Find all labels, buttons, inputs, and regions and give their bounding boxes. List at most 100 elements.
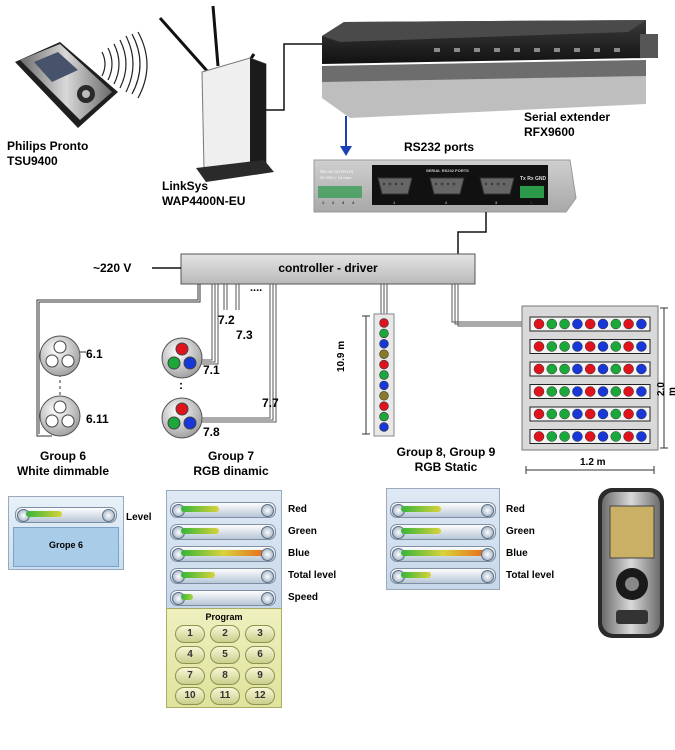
slider-right-knob[interactable] — [261, 570, 274, 583]
program-key-11[interactable]: 11 — [210, 687, 240, 705]
pronto-label-line1: Philips Pronto — [7, 139, 89, 153]
panel-led — [623, 431, 634, 442]
strip-led — [379, 411, 389, 422]
strip-led — [379, 401, 389, 411]
wire-label-7-2: 7.2 — [218, 313, 235, 327]
panel-led — [584, 431, 596, 442]
group6-caption-box: Grope 6 — [13, 527, 119, 567]
panel-led — [559, 341, 570, 352]
panel-led — [559, 386, 570, 397]
lamp-label-7-1: 7.1 — [203, 363, 220, 377]
program-key-2[interactable]: 2 — [210, 625, 240, 643]
extender-label: Serial extender RFX9600 — [524, 110, 610, 140]
panel-led — [546, 363, 558, 375]
pronto-remote-image — [15, 42, 118, 128]
slider-right-knob[interactable] — [481, 570, 494, 583]
program-key-6[interactable]: 6 — [245, 646, 275, 664]
red-slider[interactable] — [170, 502, 276, 518]
speed-slider[interactable] — [170, 590, 276, 606]
group6-title-line2: White dimmable — [16, 464, 109, 478]
panel-led — [546, 386, 558, 397]
plate-port-num: 4 — [530, 200, 533, 205]
program-key-5[interactable]: 5 — [210, 646, 240, 664]
blue-slider-static[interactable] — [390, 546, 496, 562]
rgb-lamp-icon — [161, 397, 203, 439]
panel-led — [546, 431, 558, 442]
panel-cable — [451, 284, 528, 438]
slider-fill — [401, 572, 431, 578]
program-key-3[interactable]: 3 — [245, 625, 275, 643]
slider-right-knob[interactable] — [481, 548, 494, 561]
panel-led — [636, 318, 647, 330]
lamp-label-7-8: 7.8 — [203, 425, 220, 439]
program-key-10[interactable]: 10 — [175, 687, 205, 705]
wire-label-7-7: 7.7 — [262, 396, 279, 410]
program-key-7[interactable]: 7 — [175, 667, 205, 685]
group7-title: Group 7 RGB dinamic — [168, 449, 294, 479]
panel-led — [597, 341, 609, 352]
slider-label-blue: Blue — [506, 548, 528, 559]
group89-title: Group 8, Group 9 RGB Static — [376, 445, 516, 475]
red-slider-static[interactable] — [390, 502, 496, 518]
strip-led — [379, 380, 389, 391]
slider-label-red: Red — [506, 504, 525, 515]
program-key-8[interactable]: 8 — [210, 667, 240, 685]
slider-right-knob[interactable] — [261, 548, 274, 561]
strip-led — [379, 391, 389, 401]
program-key-1[interactable]: 1 — [175, 625, 205, 643]
panel-led — [597, 431, 609, 442]
slider-label-red: Red — [288, 504, 307, 515]
led-strip — [362, 313, 395, 437]
program-key-12[interactable]: 12 — [245, 687, 275, 705]
rgb-lamp-icon — [161, 337, 203, 379]
plate-port-num: 1 — [393, 200, 396, 205]
panel-led — [559, 431, 570, 442]
green-slider[interactable] — [170, 524, 276, 540]
controller-box — [180, 253, 476, 285]
program-key-9[interactable]: 9 — [245, 667, 275, 685]
strip-led — [379, 349, 389, 359]
panel-led — [636, 341, 647, 352]
extender-label-line2: RFX9600 — [524, 125, 575, 139]
panel-led — [572, 431, 583, 442]
group6-caption: Grope 6 — [48, 540, 83, 550]
slider-fill — [401, 550, 485, 556]
slider-fill — [181, 572, 215, 578]
controller-label: controller - driver — [278, 261, 378, 275]
blue-slider[interactable] — [170, 546, 276, 562]
router-label-line1: LinkSys — [162, 179, 209, 193]
panel-led — [597, 386, 609, 397]
slider-label-speed: Speed — [288, 592, 319, 603]
slider-label-total: Total level — [288, 570, 337, 581]
green-slider-static[interactable] — [390, 524, 496, 540]
pronto-remote-device — [598, 488, 664, 638]
group89-title-line1: Group 8, Group 9 — [396, 445, 496, 459]
slider-fill — [181, 550, 265, 556]
router-label-line2: WAP4400N-EU — [162, 194, 246, 208]
slider-right-knob[interactable] — [261, 526, 274, 539]
slider-right-knob[interactable] — [102, 509, 115, 522]
level-slider[interactable] — [15, 507, 117, 523]
panel-led — [584, 318, 596, 330]
down-arrow-icon — [340, 116, 352, 156]
plate-relay-sub: 30 VDC / 1A max — [320, 175, 352, 180]
slider-right-knob[interactable] — [481, 526, 494, 539]
total-level-slider[interactable] — [170, 568, 276, 584]
rs232-label: RS232 ports — [404, 140, 475, 154]
panel-led — [533, 386, 545, 397]
slider-fill — [181, 506, 219, 512]
led-panel — [521, 305, 668, 474]
slider-right-knob[interactable] — [481, 504, 494, 517]
total-level-slider-static[interactable] — [390, 568, 496, 584]
pronto-label-line2: TSU9400 — [7, 154, 58, 168]
plate-port-num: 3 — [342, 200, 345, 205]
panel-led — [636, 386, 647, 397]
panel-led — [597, 318, 609, 330]
program-key-4[interactable]: 4 — [175, 646, 205, 664]
program-label: Program — [205, 612, 243, 622]
slider-right-knob[interactable] — [261, 504, 274, 517]
slider-right-knob[interactable] — [261, 592, 274, 605]
wire-label-7-3: 7.3 — [236, 328, 253, 342]
rs232-plate-image — [313, 159, 577, 213]
